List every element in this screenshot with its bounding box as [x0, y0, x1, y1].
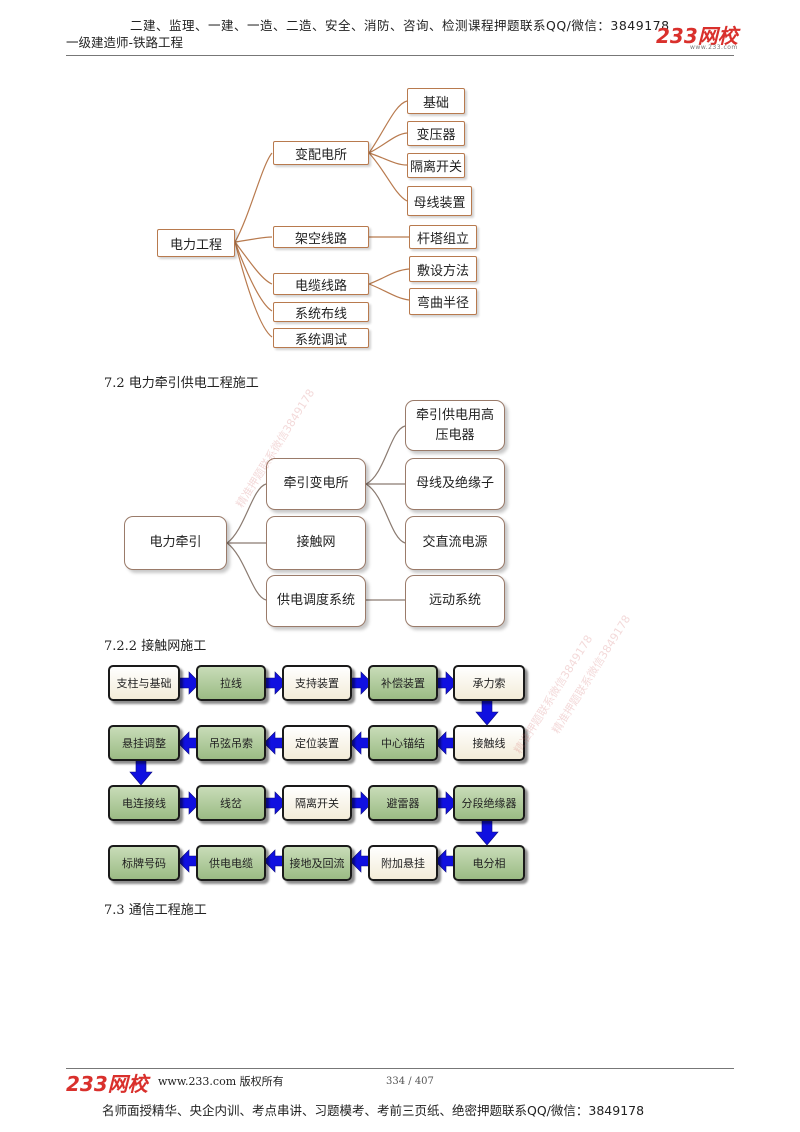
header-divider [66, 55, 734, 56]
flow-step-support-device: 支持装置 [282, 665, 352, 701]
mindmap-leaf-tower: 杆塔组立 [409, 225, 477, 249]
traction-node-substation: 牵引变电所 [266, 458, 366, 510]
traction-node-catenary: 接触网 [266, 516, 366, 570]
footer-divider [66, 1068, 734, 1069]
traction-node-busbar-insulator: 母线及绝缘子 [405, 458, 505, 510]
footer-copyright: www.233.com 版权所有 [158, 1075, 284, 1088]
flow-step-guy-wire: 拉线 [196, 665, 266, 701]
flow-step-sign-number: 标牌号码 [108, 845, 180, 881]
flow-step-compensation: 补偿装置 [368, 665, 438, 701]
mindmap-branch-wiring: 系统布线 [273, 302, 369, 322]
mindmap-branch-cable: 电缆线路 [273, 273, 369, 295]
traction-root: 电力牵引 [124, 516, 227, 570]
flow-step-feeder-cable: 供电电缆 [196, 845, 266, 881]
flow-step-section-insulator: 分段绝缘器 [453, 785, 525, 821]
flow-step-arrester: 避雷器 [368, 785, 438, 821]
flow-step-registration: 定位装置 [282, 725, 352, 761]
flow-step-suspension-adjust: 悬挂调整 [108, 725, 180, 761]
traction-node-telecontrol: 远动系统 [405, 575, 505, 627]
section-heading-7-2-2: 7.2.2 接触网施工 [104, 639, 207, 654]
footer-promo: 名师面授精华、央企内训、考点串讲、习题模考、考前三页纸、绝密押题联系QQ/微信：… [102, 1103, 645, 1118]
mindmap-leaf-transformer: 变压器 [407, 121, 465, 146]
section-heading-7-3: 7.3 通信工程施工 [104, 903, 207, 918]
section-heading-7-2: 7.2 电力牵引供电工程施工 [104, 376, 259, 391]
footer-logo: 233网校 [66, 1072, 148, 1096]
brand-logo-url: www.233.com [690, 44, 738, 51]
mindmap-leaf-busbar: 母线装置 [407, 186, 472, 216]
mindmap-leaf-bend-radius: 弯曲半径 [409, 288, 477, 315]
flow-step-dropper: 吊弦吊索 [196, 725, 266, 761]
page-number: 334 / 407 [386, 1076, 434, 1087]
flow-step-phase-break: 电分相 [453, 845, 525, 881]
brand-logo: 233网校 [656, 24, 738, 48]
mindmap-leaf-laying: 敷设方法 [409, 256, 477, 282]
traction-node-hv-equipment: 牵引供电用高压电器 [405, 400, 505, 451]
traction-node-acdc-power: 交直流电源 [405, 516, 505, 570]
flow-step-auxiliary-suspension: 附加悬挂 [368, 845, 438, 881]
flow-step-electrical-connector: 电连接线 [108, 785, 180, 821]
power-engineering-connectors [234, 100, 410, 338]
flow-step-grounding-return: 接地及回流 [282, 845, 352, 881]
mindmap-leaf-foundation: 基础 [407, 88, 465, 114]
mindmap-branch-testing: 系统调试 [273, 328, 369, 348]
flow-step-crossing: 线岔 [196, 785, 266, 821]
mindmap-branch-overhead: 架空线路 [273, 226, 369, 248]
flow-step-contact-wire: 接触线 [453, 725, 525, 761]
traction-node-dispatch: 供电调度系统 [266, 575, 366, 627]
mindmap-root: 电力工程 [157, 229, 235, 257]
mindmap-leaf-isolator: 隔离开关 [407, 153, 465, 178]
traction-connectors [226, 425, 406, 601]
flow-step-messenger-wire: 承力索 [453, 665, 525, 701]
flow-step-pole-foundation: 支柱与基础 [108, 665, 180, 701]
flow-step-midpoint-anchor: 中心锚结 [368, 725, 438, 761]
flow-step-isolator-switch: 隔离开关 [282, 785, 352, 821]
header-subject: 一级建造师-铁路工程 [66, 35, 184, 50]
mindmap-branch-substation: 变配电所 [273, 141, 369, 165]
header-promo: 二建、监理、一建、一造、二造、安全、消防、咨询、检测课程押题联系QQ/微信：38… [130, 18, 670, 33]
